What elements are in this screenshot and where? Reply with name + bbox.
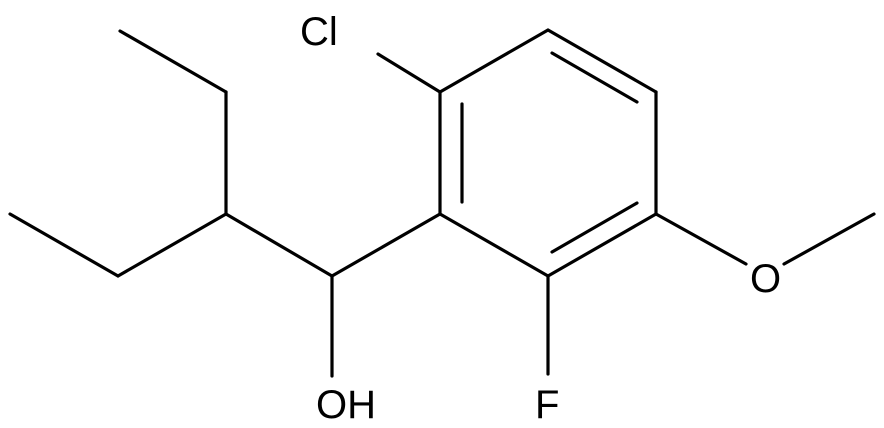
atom-labels: Cl F O OH [300,10,781,427]
ring-bond-c6-c1 [438,212,550,278]
bond-ring-chlorine [376,52,442,94]
carbinol-bonds [224,212,442,378]
ring-bond-c3-c4 [546,28,658,94]
bond-ch-carbinol [224,212,334,278]
bond-ch3-ch2-lower [8,212,120,278]
bond-methoxy-oxygen-methyl [782,212,876,266]
ring-bond-c2-c3 [438,28,550,94]
bond-ch2-ch-lower [116,212,228,278]
bond-ring-methoxy-oxygen [654,212,748,266]
ethyl-chain-upper [118,29,228,216]
hydroxyl-label: OH [316,383,376,427]
benzene-ring [438,28,658,278]
substituent-bonds [376,52,876,376]
ring-bond-c5-c6-inner [550,201,639,254]
ring-bond-c3-c4-inner [550,51,639,104]
ethyl-chain-lower [8,212,228,278]
fluorine-label: F [535,383,559,427]
chlorine-label: Cl [300,10,338,54]
bond-carbinol-ring [330,212,442,278]
ring-bond-c5-c6 [546,212,658,278]
bond-ch3-ch2-upper [118,29,228,94]
methoxy-oxygen-label: O [750,257,781,301]
